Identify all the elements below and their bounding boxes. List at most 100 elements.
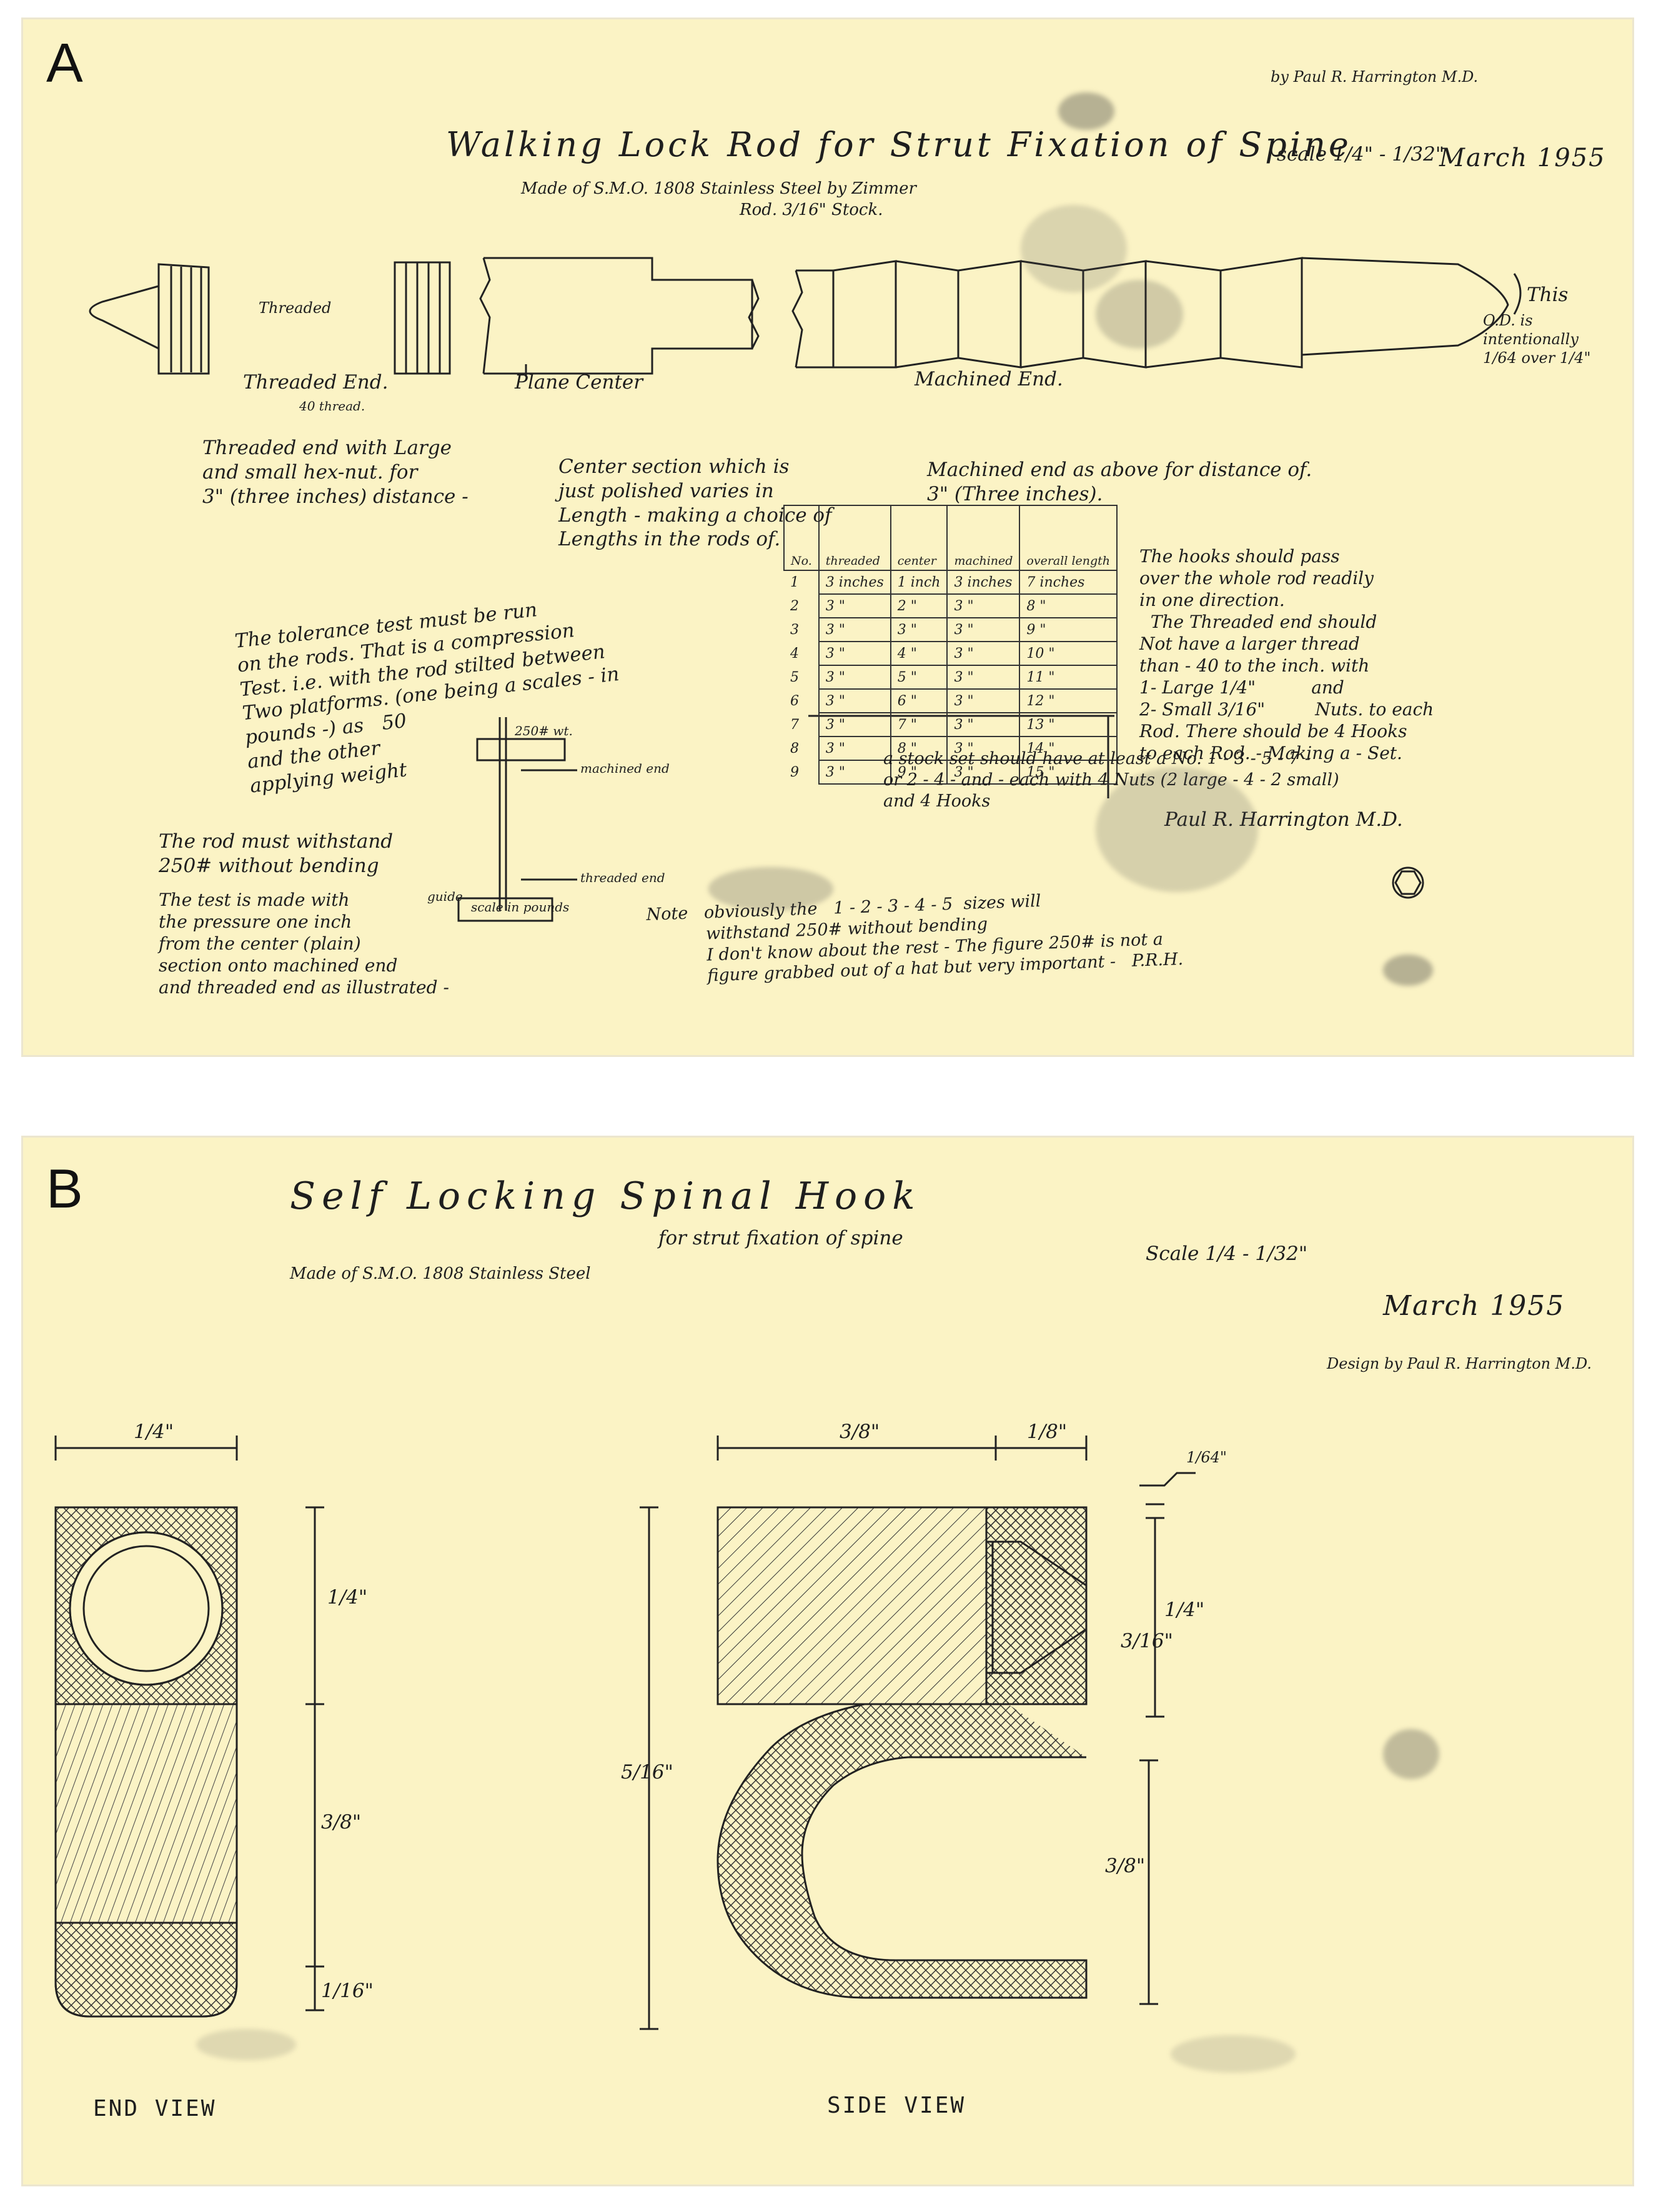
table-cell: 6 [784, 689, 820, 713]
table-header-threaded: threaded [818, 505, 891, 571]
hook-design-credit: Design by Paul R. Harrington M.D. [1327, 1355, 1592, 1372]
machined-end-note: Machined end as above for distance of. 3… [927, 459, 1312, 505]
author-signature-top: by Paul R. Harrington M.D. [1271, 68, 1479, 86]
this-od-label: This [1527, 284, 1569, 306]
table-cell: 3 " [818, 641, 891, 666]
paper-stain [1096, 767, 1258, 892]
side-main-dim: 3/8" [840, 1421, 880, 1443]
paper-stain [1096, 280, 1183, 349]
table-cell: 3 " [946, 760, 1021, 785]
table-cell: 8 " [1019, 593, 1118, 618]
end-width-dim: 1/4" [134, 1421, 174, 1443]
drawing-title: Walking Lock Rod for Strut Fixation of S… [446, 125, 1352, 164]
material-line-2: Rod. 3/16" Stock. [740, 201, 883, 219]
table-cell: 5 " [890, 665, 948, 690]
table-cell: 3 " [890, 617, 948, 642]
end-top-dim: 1/4" [327, 1586, 368, 1609]
threaded-end-label: Threaded End. [243, 371, 389, 394]
right-quarter-dim: 1/4" [1164, 1599, 1205, 1621]
table-cell: 12 " [1019, 688, 1118, 713]
table-cell: 7 inches [1019, 570, 1118, 595]
test-method-note: The test is made with the pressure one i… [159, 890, 449, 998]
table-cell: 5 [784, 665, 820, 689]
rod-length-table: No. threaded center machined overall len… [783, 505, 1118, 785]
signature-bottom: Paul R. Harrington M.D. [1164, 808, 1403, 831]
guide-label: guide [427, 889, 463, 904]
panel-letter-b: B [46, 1158, 83, 1219]
table-cell: 1 inch [890, 570, 948, 595]
table-cell: 7 [784, 713, 820, 737]
stock-set-note: a stock set should have at least a No. 1… [883, 749, 1339, 811]
machined-end-label: Machined End. [915, 368, 1063, 390]
table-cell: 10 " [1019, 641, 1118, 666]
table-cell: 3 " [818, 712, 891, 737]
table-cell: 3 " [818, 593, 891, 618]
hook-date: March 1955 [1383, 1290, 1565, 1322]
table-cell: 3 " [946, 712, 1021, 737]
paper-stain [1021, 205, 1127, 292]
end-bottom-dim: 1/16" [321, 1980, 374, 2002]
table-cell: 2 " [890, 593, 948, 618]
table-cell: 7 " [890, 712, 948, 737]
table-cell: 3 " [818, 736, 891, 761]
table-cell: 13 " [1019, 712, 1118, 737]
panel-b: B Self Locking Spinal Hook for strut fix… [21, 1136, 1634, 2186]
paper-stain [196, 2029, 296, 2060]
table-cell: 4 [784, 642, 820, 665]
side-lower-dim: 3/8" [1105, 1855, 1146, 1877]
hooks-note: The hooks should pass over the whole rod… [1139, 546, 1434, 763]
table-cell: 3 " [818, 665, 891, 690]
table-cell: 11 " [1019, 665, 1118, 690]
table-header-row: No. threaded center machined overall len… [783, 505, 1118, 571]
center-section-note: Center section which is just polished va… [558, 455, 832, 551]
paper-stain [1171, 2035, 1296, 2073]
table-cell: 4 " [890, 641, 948, 666]
end-view-label: END VIEW [93, 2096, 217, 2121]
hook-title: Self Locking Spinal Hook [290, 1174, 921, 1218]
paper-stain [1383, 1729, 1439, 1779]
weight-label: 250# wt. [515, 723, 573, 738]
table-header-center: center [890, 505, 948, 571]
table-header-machined: machined [946, 505, 1021, 571]
table-cell: 3 " [818, 617, 891, 642]
thread-count-label: 40 thread. [299, 399, 365, 414]
table-cell: 3 " [946, 736, 1021, 761]
table-cell: 9 [784, 760, 820, 784]
panel-letter-a: A [46, 32, 83, 94]
drawing-date: March 1955 [1439, 144, 1606, 172]
table-cell: 3 " [818, 760, 891, 785]
table-cell: 3 [784, 618, 820, 642]
table-cell: 9 " [1019, 617, 1118, 642]
table-cell: 2 [784, 594, 820, 618]
table-cell: 3 inches [818, 570, 891, 595]
drawing-scale: scale 1/4" - 1/32" [1277, 143, 1445, 166]
paper-stain [1383, 955, 1433, 986]
table-cell: 3 " [946, 641, 1021, 666]
spinal-hook-drawing [54, 1436, 1196, 2030]
table-header-overall: overall length [1019, 505, 1118, 571]
right-small-dim: 1/64" [1186, 1449, 1227, 1466]
table-cell: 9 " [890, 760, 948, 785]
withstand-note: The rod must withstand 250# without bend… [159, 830, 394, 877]
plane-center-label: Plane Center [515, 371, 643, 394]
od-note: O.D. is intentionally 1/64 over 1/4" [1483, 312, 1591, 367]
table-cell: 8 " [890, 736, 948, 761]
table-cell: 1 [784, 570, 820, 594]
threaded-tip-label: Threaded [259, 299, 332, 317]
table-cell: 6 " [890, 688, 948, 713]
table-cell: 15 " [1019, 760, 1118, 785]
side-tip-dim: 1/8" [1027, 1421, 1068, 1443]
threaded-end-note: Threaded end with Large and small hex-nu… [202, 437, 469, 508]
side-view-label: SIDE VIEW [827, 2093, 966, 2118]
table-cell: 3 " [946, 665, 1021, 690]
table-cell: 3 " [818, 688, 891, 713]
side-height-dim: 5/16" [621, 1761, 673, 1783]
table-cell: 3 " [946, 688, 1021, 713]
